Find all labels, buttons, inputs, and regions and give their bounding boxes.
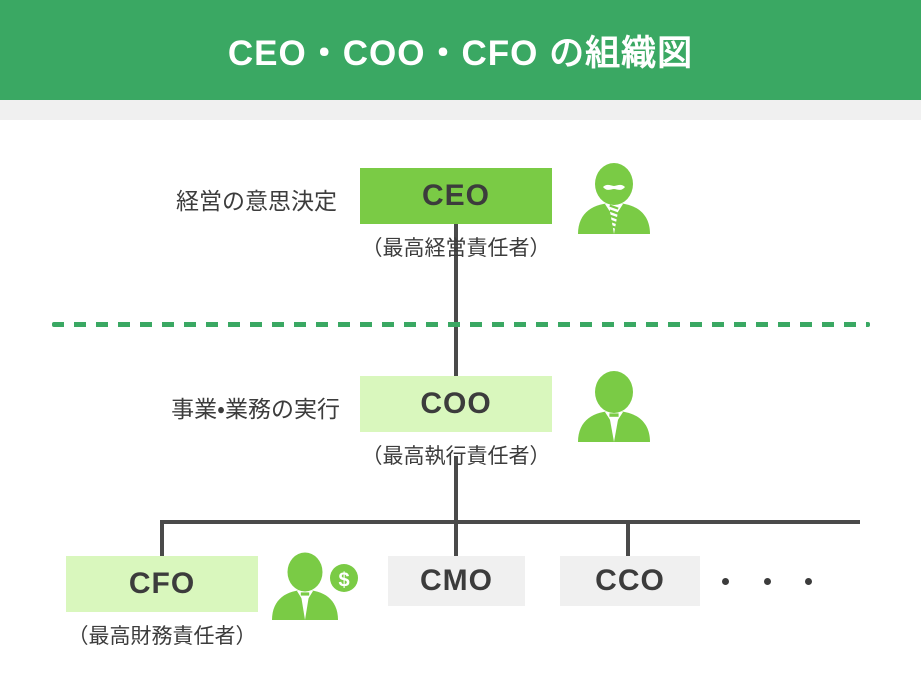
executive-person-icon [572, 370, 656, 442]
page-title: CEO・COO・CFO の組織図 [227, 33, 694, 73]
tier-label-decision: 経営の意思決定 [176, 188, 337, 214]
connector-bus-to-cfo [160, 520, 164, 558]
node-coo[interactable]: COO [360, 376, 552, 432]
header-underbar [0, 100, 921, 120]
ellipsis-dot [763, 577, 771, 585]
executive-person-mustache-icon [572, 162, 656, 234]
node-cmo[interactable]: CMO [388, 556, 525, 606]
ellipsis-dot [722, 577, 729, 585]
connector-bus-to-cco [626, 520, 630, 558]
connector-horizontal-bus [160, 520, 860, 524]
ellipsis-dot [805, 577, 812, 585]
more-nodes-ellipsis [722, 564, 812, 598]
svg-text:$: $ [338, 570, 349, 592]
node-cco[interactable]: CCO [560, 556, 700, 606]
node-cfo-caption: （最高財務責任者） [67, 625, 257, 648]
executive-person-money-icon: $ [268, 548, 364, 620]
connector-coo-to-bus [454, 456, 458, 522]
node-ceo[interactable]: CEO [360, 168, 552, 224]
header-banner: CEO・COO・CFO の組織図 [0, 0, 921, 100]
connector-bus-to-cmo [454, 520, 458, 558]
tier-divider-dashed-line [52, 322, 870, 327]
node-coo-caption: （最高執行責任者） [361, 445, 551, 468]
node-ceo-caption: （最高経営責任者） [361, 237, 551, 260]
tier-label-execution: 事業・業務の実行 [171, 396, 340, 422]
org-chart: 経営の意思決定 CEO （最高経営責任者） 事業・業務の実行 COO [0, 120, 921, 689]
node-cfo[interactable]: CFO [66, 556, 258, 612]
connector-ceo-to-coo [454, 224, 458, 376]
